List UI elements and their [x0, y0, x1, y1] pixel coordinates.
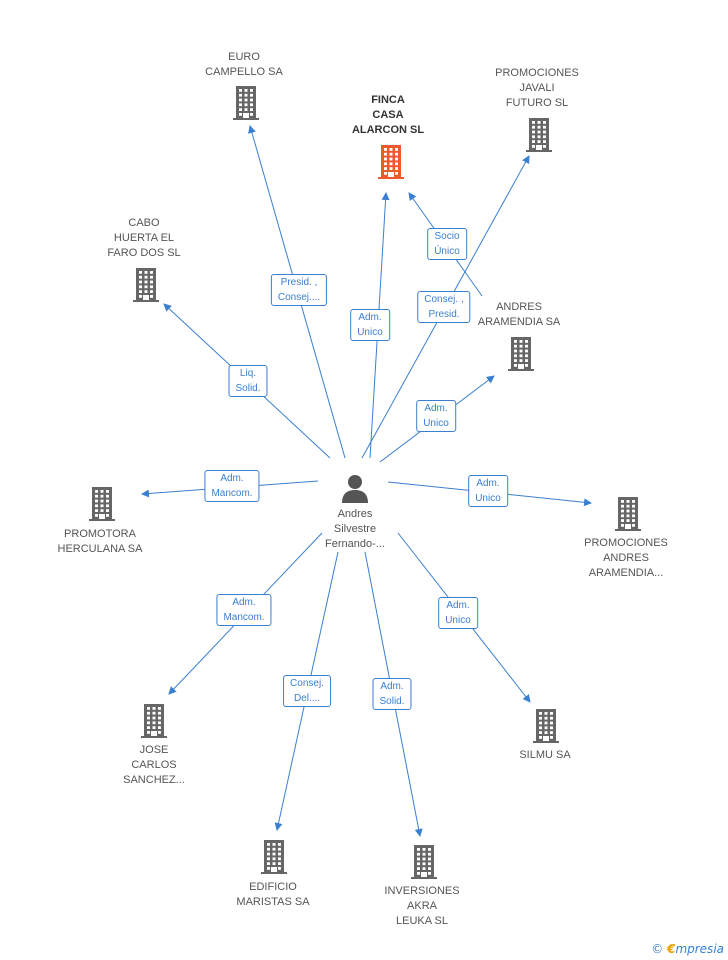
- edge-label-e-inv[interactable]: Adm. Solid.: [372, 678, 412, 710]
- edge-label-e-jose[interactable]: Adm. Mancom.: [216, 594, 272, 626]
- edge-label-e-finca[interactable]: Adm. Unico: [350, 309, 390, 341]
- edge-label-e-silmu[interactable]: Adm. Unico: [438, 597, 478, 629]
- building-icon-jose[interactable]: [141, 704, 167, 743]
- company-label-promojavali[interactable]: PROMOCIONES JAVALI FUTURO SL: [495, 67, 579, 109]
- building-icon-promoandres[interactable]: [615, 497, 641, 536]
- building-icon-euro[interactable]: [233, 86, 259, 125]
- edge-label-e-socio[interactable]: Socio Único: [427, 228, 467, 260]
- building-icon-edificio[interactable]: [261, 840, 287, 879]
- company-label-euro[interactable]: EURO CAMPELLO SA: [205, 51, 283, 78]
- copyright-symbol: ©: [651, 942, 664, 956]
- building-icon-finca[interactable]: [378, 145, 404, 184]
- person-icon[interactable]: [340, 473, 370, 508]
- building-icon-andresaram[interactable]: [508, 337, 534, 376]
- company-label-andresaram[interactable]: ANDRES ARAMENDIA SA: [477, 301, 561, 328]
- edge-label-e-promoandres[interactable]: Adm. Unico: [468, 475, 508, 507]
- empresia-logo: © €mpresia: [651, 942, 724, 956]
- brand-initial: €: [667, 942, 676, 956]
- edge-label-e-aram[interactable]: Adm. Unico: [416, 400, 456, 432]
- edge-label-e-edificio[interactable]: Consej. Del....: [283, 675, 331, 707]
- building-icon-inversiones[interactable]: [411, 845, 437, 884]
- edge-label-e-euro[interactable]: Presid. , Consej....: [270, 274, 328, 306]
- company-label-cabo[interactable]: CABO HUERTA EL FARO DOS SL: [107, 217, 181, 259]
- building-icon-promojavali[interactable]: [526, 118, 552, 157]
- company-label-silmu[interactable]: SILMU SA: [519, 749, 571, 761]
- building-icon-cabo[interactable]: [133, 268, 159, 307]
- company-label-finca[interactable]: FINCA CASA ALARCON SL: [351, 94, 425, 136]
- company-label-inversiones[interactable]: INVERSIONES AKRA LEUKA SL: [384, 885, 460, 927]
- edge-label-e-javali[interactable]: Consej. , Presid.: [417, 291, 471, 323]
- company-label-herculana[interactable]: PROMOTORA HERCULANA SA: [57, 528, 143, 555]
- building-icon-herculana[interactable]: [89, 487, 115, 526]
- center-person-label[interactable]: Andres Silvestre Fernando-...: [325, 508, 385, 550]
- company-label-edificio[interactable]: EDIFICIO MARISTAS SA: [236, 881, 310, 908]
- company-label-jose[interactable]: JOSE CARLOS SANCHEZ...: [123, 744, 185, 786]
- building-icon-silmu[interactable]: [533, 709, 559, 748]
- brand-name: mpresia: [675, 942, 724, 956]
- edge-label-e-herc[interactable]: Adm. Mancom.: [204, 470, 260, 502]
- edge-label-e-cabo[interactable]: Liq. Solid.: [228, 365, 268, 397]
- company-label-promoandres[interactable]: PROMOCIONES ANDRES ARAMENDIA...: [584, 537, 668, 579]
